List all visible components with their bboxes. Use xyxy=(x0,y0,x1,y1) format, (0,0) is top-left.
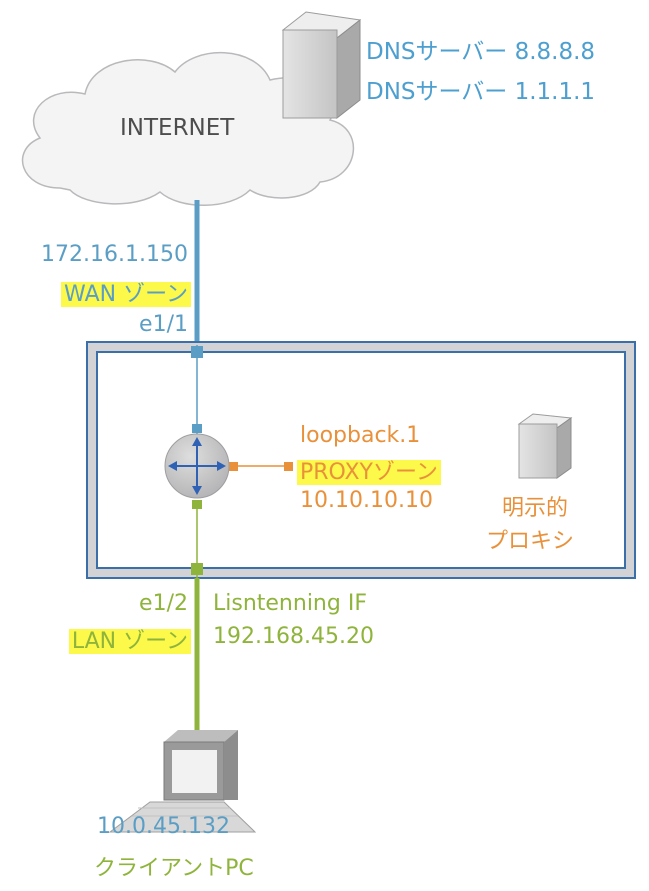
client-name-label: クライアントPC xyxy=(94,856,254,881)
laptop-icon xyxy=(108,730,257,833)
proxy-ip-label: 10.10.10.10 xyxy=(300,488,433,513)
proxy-name-line1: 明示的 xyxy=(502,496,569,521)
wan-interface-label: e1/1 xyxy=(139,312,188,337)
loopback-port xyxy=(284,462,293,471)
lan-zone-label: LAN ゾーン xyxy=(68,629,191,654)
listening-ip-label: 192.168.45.20 xyxy=(213,624,374,649)
dns-server-1-label: DNSサーバー 8.8.8.8 xyxy=(366,39,596,65)
internet-label: INTERNET xyxy=(120,115,235,141)
lan-zone-wrapper: LAN ゾーン xyxy=(10,623,191,655)
router-icon xyxy=(164,433,230,499)
client-ip-label: 10.0.45.132 xyxy=(97,814,230,839)
proxy-router-port xyxy=(229,462,238,471)
wan-ip-label: 172.16.1.150 xyxy=(41,242,188,267)
wan-router-port xyxy=(192,424,202,433)
proxy-zone-wrapper: PROXYゾーン xyxy=(297,454,441,486)
dns-server-icon xyxy=(281,11,362,120)
wan-zone-wrapper: WAN ゾーン xyxy=(10,276,191,308)
proxy-name-line2: プロキシ xyxy=(486,529,575,554)
lan-port-e1-2 xyxy=(191,563,203,575)
loopback-label: loopback.1 xyxy=(300,423,421,448)
wan-port-e1-1 xyxy=(191,346,203,358)
dns-server-2-label: DNSサーバー 1.1.1.1 xyxy=(366,79,596,105)
listening-if-label: Lisntenning IF xyxy=(213,591,367,616)
lan-interface-label: e1/2 xyxy=(139,591,188,616)
proxy-server-icon xyxy=(517,413,573,479)
proxy-zone-label: PROXYゾーン xyxy=(297,460,441,485)
wan-zone-label: WAN ゾーン xyxy=(61,282,191,307)
lan-router-port xyxy=(192,500,202,509)
